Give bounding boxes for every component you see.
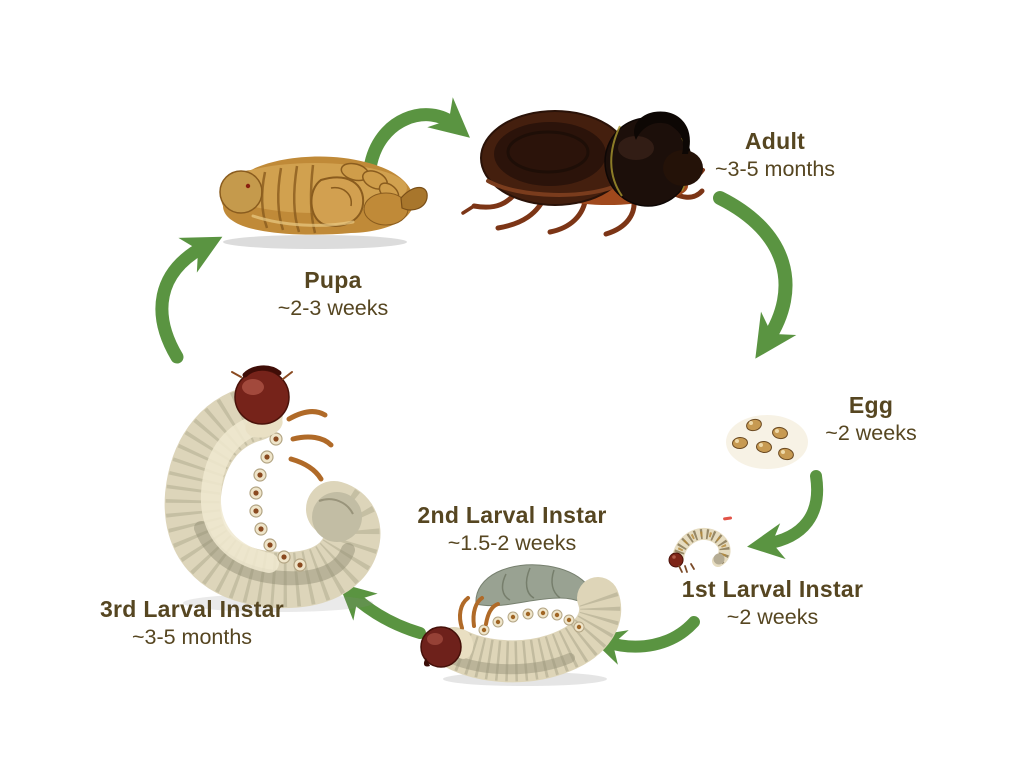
stage-name: 3rd Larval Instar	[99, 596, 285, 622]
beetle-pronotum	[604, 117, 692, 207]
stage-duration: ~2 weeks	[825, 421, 917, 445]
stage-name: 1st Larval Instar	[681, 576, 864, 602]
beetle-head-and-horn	[634, 111, 703, 186]
grub-legs	[458, 596, 500, 630]
stage-label-adult: Adult ~3-5 months	[685, 127, 865, 183]
stage-label-egg: Egg ~2 weeks	[786, 391, 956, 447]
stage-duration: ~2-3 weeks	[277, 296, 389, 320]
grub-legs	[286, 409, 334, 482]
stage-label-pupa: Pupa ~2-3 weeks	[243, 266, 423, 322]
grub-head	[420, 626, 462, 668]
third-instar-illustration	[164, 365, 381, 612]
beetle-elytra	[480, 110, 630, 206]
pupa-body	[219, 156, 428, 235]
stage-name: Egg	[848, 392, 894, 418]
adult-beetle-illustration	[461, 110, 705, 237]
spiracles	[478, 607, 585, 636]
arrow-third-instar-to-pupa	[155, 236, 223, 364]
stage-name: 2nd Larval Instar	[417, 502, 607, 528]
spiracles	[249, 432, 307, 572]
stage-duration: ~3-5 months	[131, 625, 253, 649]
second-instar-illustration	[420, 564, 622, 686]
stage-duration: ~1.5-2 weeks	[447, 531, 577, 555]
stage-label-third-larval-instar: 3rd Larval Instar ~3-5 months	[82, 595, 302, 651]
stage-duration: ~2 weeks	[726, 605, 819, 629]
arrow-egg-to-first-instar	[747, 470, 824, 560]
stage-label-first-larval-instar: 1st Larval Instar ~2 weeks	[670, 575, 875, 631]
pupa-illustration	[219, 156, 428, 249]
stage-label-second-larval-instar: 2nd Larval Instar ~1.5-2 weeks	[403, 501, 621, 557]
stage-name: Pupa	[304, 267, 362, 293]
stage-duration: ~3-5 months	[714, 157, 836, 181]
small-larva	[668, 527, 731, 573]
large-grub-body	[164, 385, 381, 608]
grub-head	[231, 365, 293, 425]
first-instar-illustration	[668, 516, 733, 573]
stage-name: Adult	[744, 128, 806, 154]
egg-cluster-illustration	[726, 415, 808, 469]
curled-grub-body	[433, 564, 622, 683]
arrow-adult-to-egg	[713, 191, 797, 359]
